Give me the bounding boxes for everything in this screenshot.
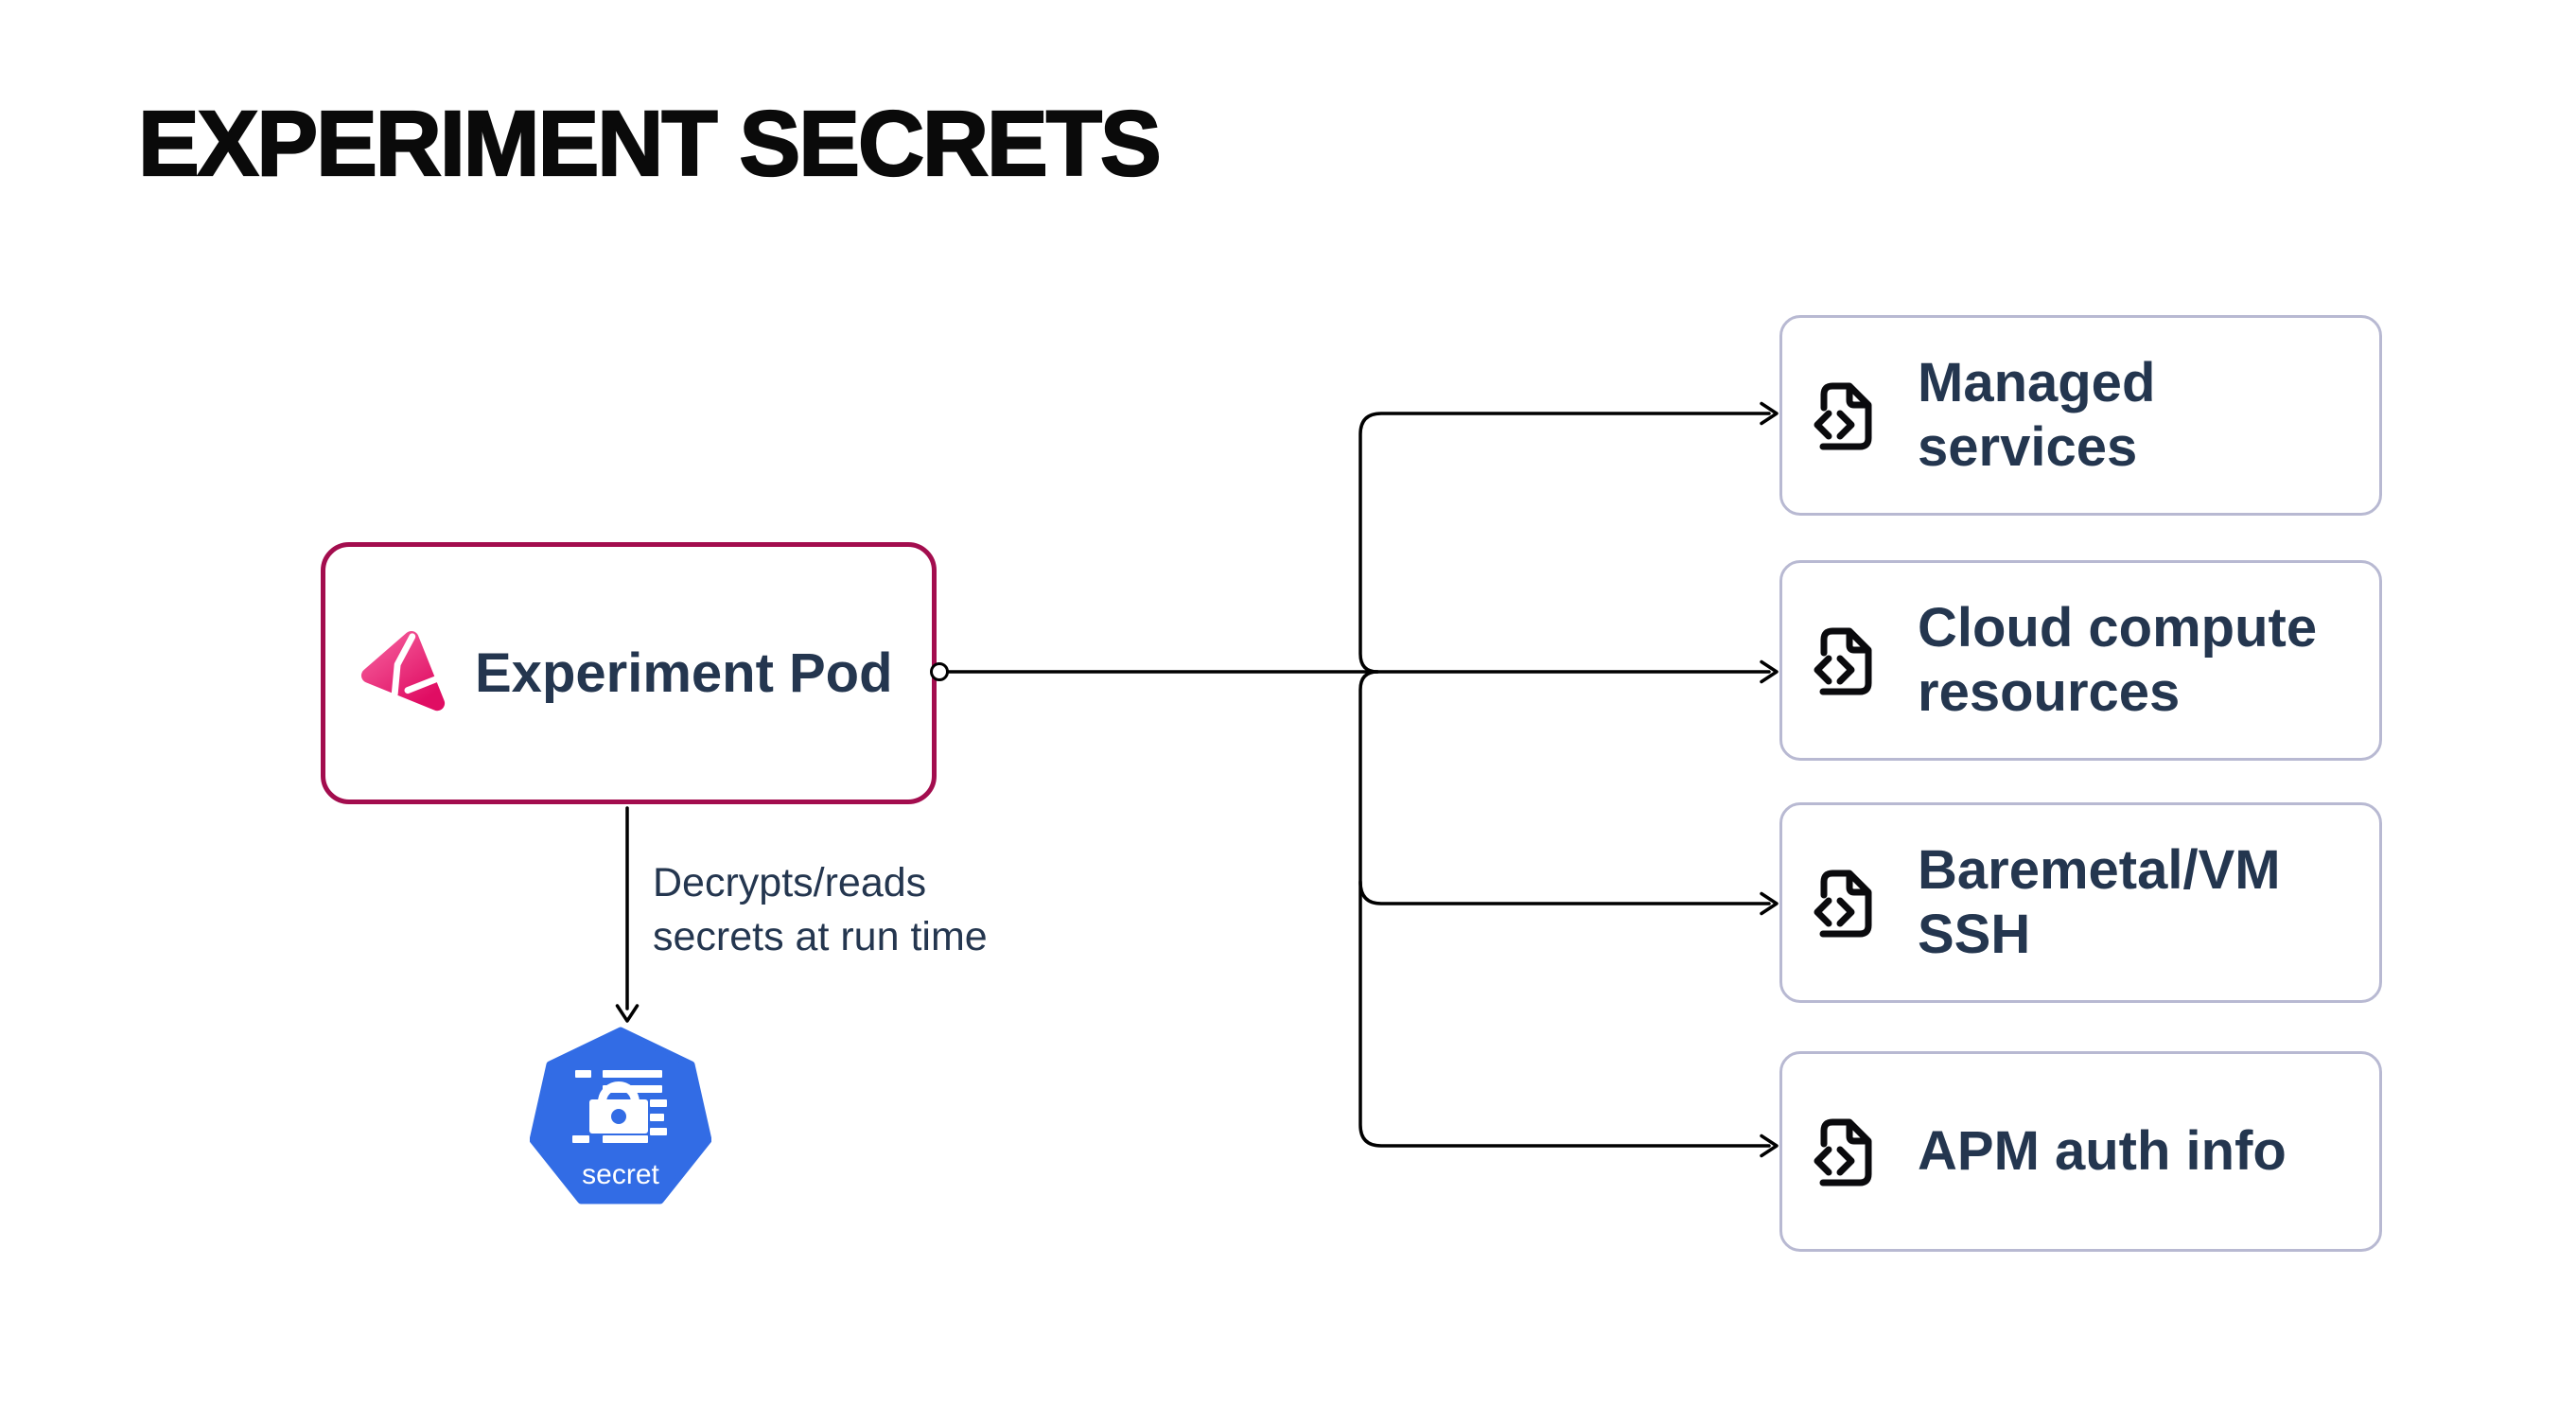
arrowhead-secret: [615, 1004, 640, 1023]
secret-redaction-bars: [572, 1070, 667, 1143]
file-code-icon: [1814, 1118, 1872, 1186]
litmus-experiment-icon: [360, 630, 447, 711]
target-box-cloud-compute: Cloud compute resources: [1779, 560, 2382, 761]
file-code-icon: [1814, 870, 1872, 938]
experiment-pod-label: Experiment Pod: [475, 641, 893, 704]
target-label-cloud-compute: Cloud compute resources: [1918, 597, 2318, 723]
edge-trunk-to-apm: [1358, 670, 1771, 1148]
target-label-baremetal-vm-ssh: Baremetal/VM SSH: [1918, 839, 2281, 965]
target-label-apm-auth-info: APM auth info: [1918, 1120, 2287, 1183]
target-box-apm-auth-info: APM auth info: [1779, 1051, 2382, 1252]
target-box-baremetal-vm-ssh: Baremetal/VM SSH: [1779, 802, 2382, 1003]
target-label-managed-services: Managed services: [1918, 352, 2156, 478]
kubernetes-secret-icon: secret: [529, 1027, 712, 1204]
target-box-managed-services: Managed services: [1779, 315, 2382, 516]
edge-trunk-to-baremetal: [1358, 880, 1771, 905]
arrowhead-managed-services: [1760, 401, 1779, 426]
experiment-pod-node: Experiment Pod: [321, 542, 937, 804]
edge-trunk-to-managed-services: [1358, 412, 1771, 674]
file-code-icon: [1814, 382, 1872, 450]
lock-icon: [589, 1081, 648, 1134]
kubernetes-secret-node: secret: [529, 1027, 712, 1206]
arrowhead-apm: [1760, 1134, 1779, 1158]
arrowhead-baremetal: [1760, 891, 1779, 916]
edge-annotation: Decrypts/reads secrets at run time: [653, 860, 988, 959]
page-title: EXPERIMENT SECRETS: [137, 92, 1163, 195]
file-code-icon: [1814, 627, 1872, 695]
secret-label: secret: [582, 1159, 659, 1190]
arrowhead-cloud-compute: [1760, 659, 1779, 684]
